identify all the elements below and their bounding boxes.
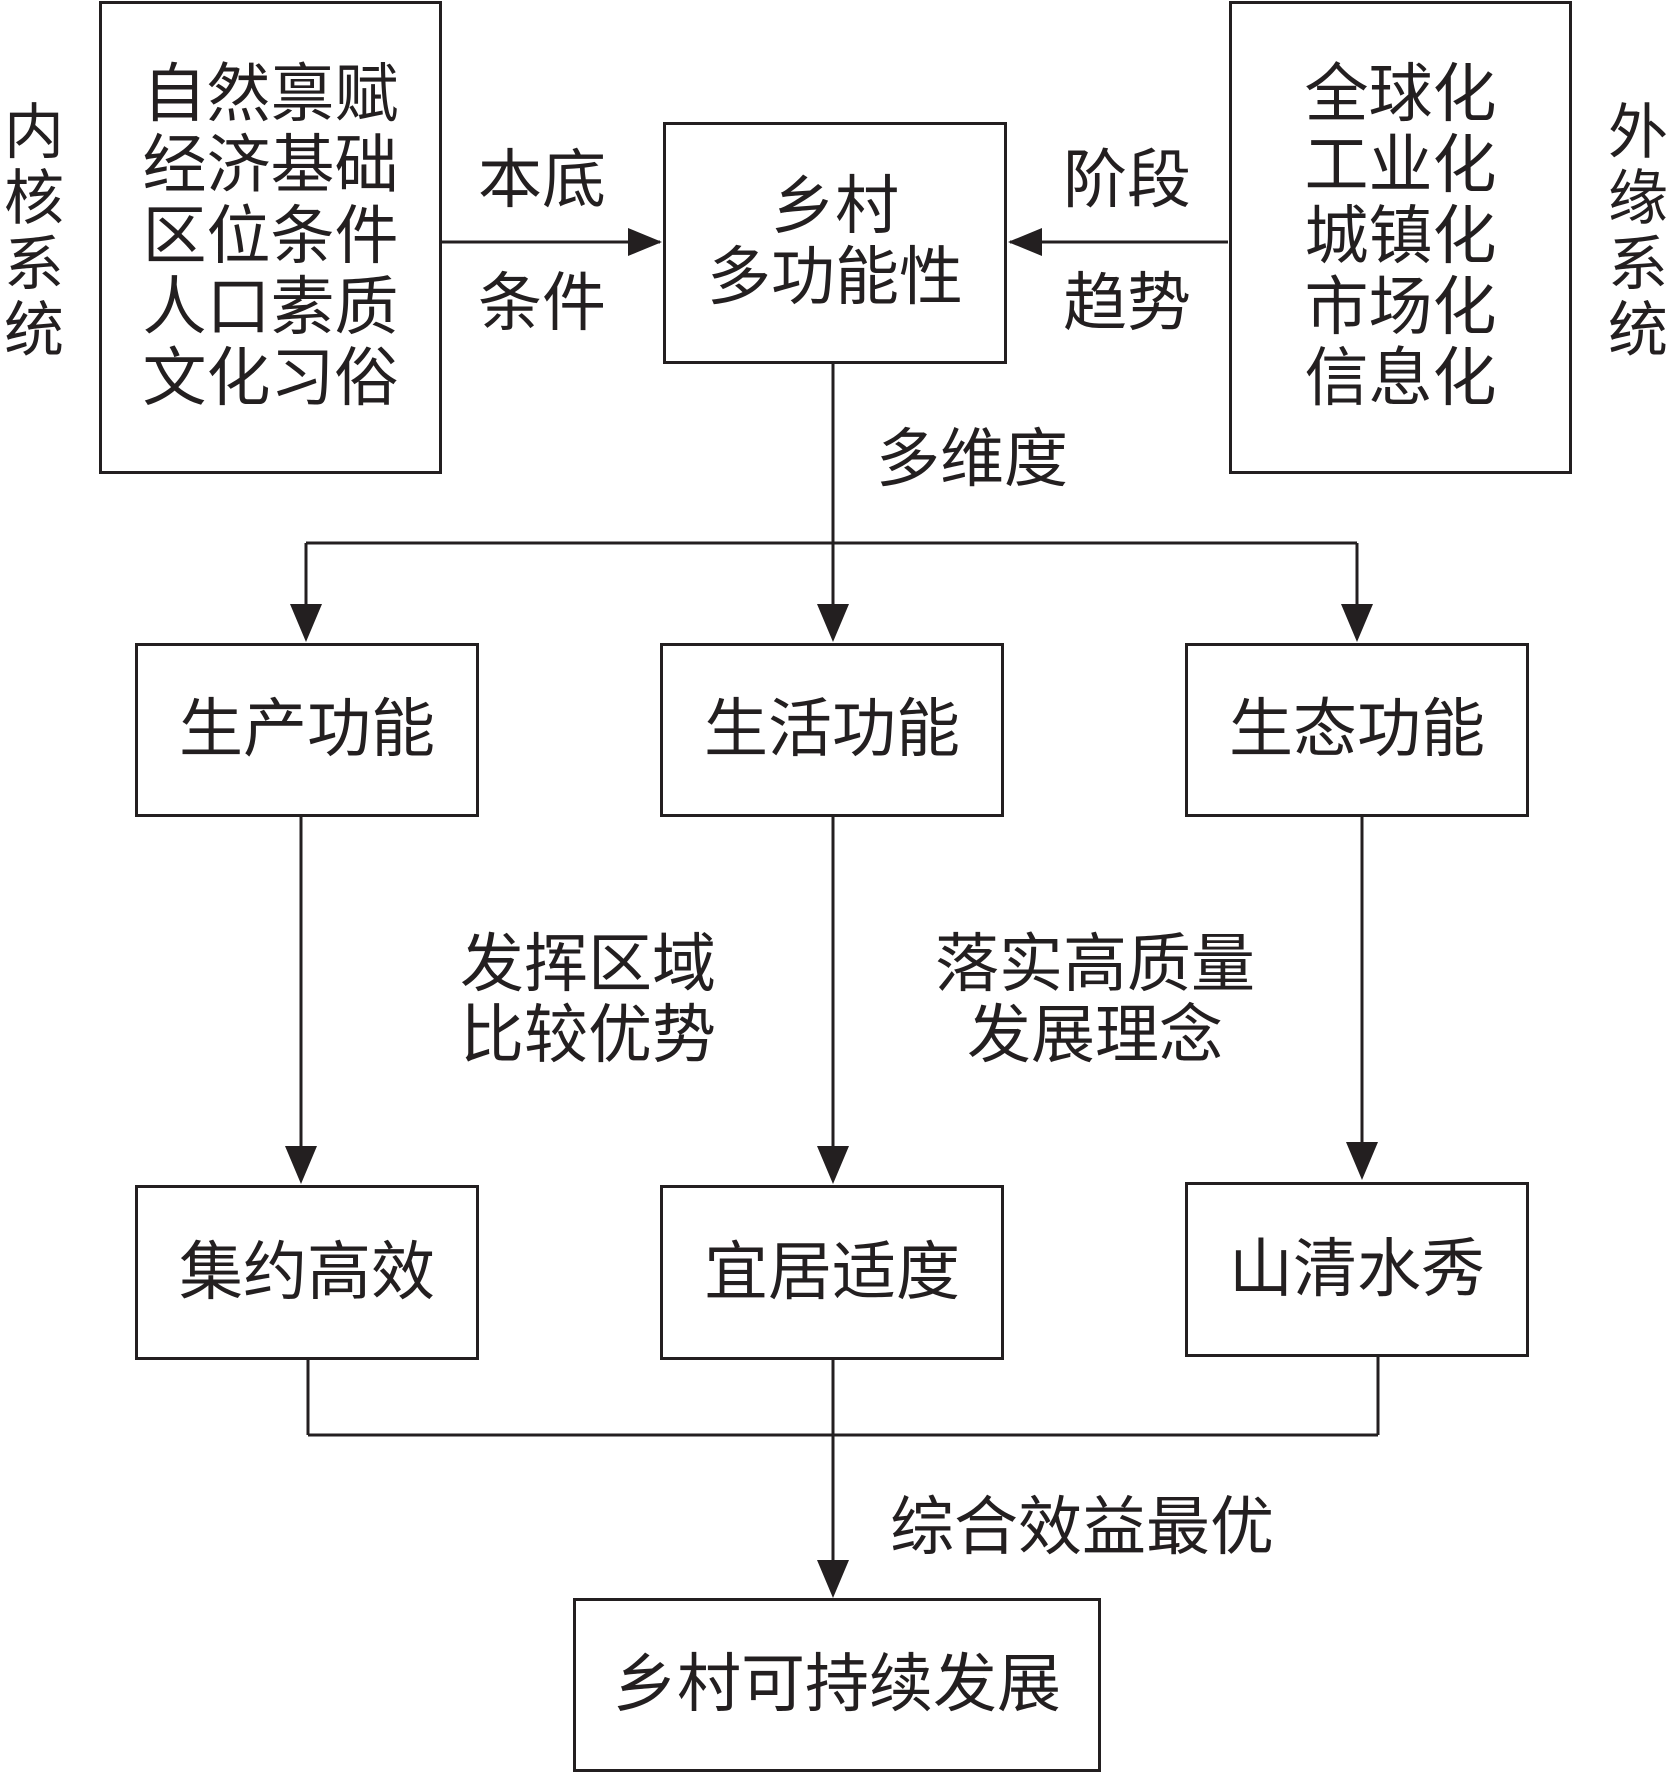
function-label: 生态功能 — [1229, 693, 1485, 767]
label-jieduan: 阶段 — [1063, 144, 1191, 218]
function-label: 生活功能 — [704, 693, 960, 767]
center-line-1: 乡村 — [771, 170, 899, 244]
inner-system-box: 自然禀赋 经济基础 区位条件 人口素质 文化习俗 — [99, 1, 442, 474]
function-box-ecology: 生态功能 — [1185, 643, 1529, 817]
outer-item: 工业化 — [1304, 129, 1497, 203]
inner-item: 人口素质 — [142, 271, 399, 345]
outer-item: 市场化 — [1304, 271, 1497, 345]
label-tiaojian: 条件 — [478, 267, 606, 341]
label-comprehensive-benefit: 综合效益最优 — [890, 1491, 1274, 1565]
outer-item: 信息化 — [1304, 342, 1497, 416]
rural-multifunctionality-box: 乡村 多功能性 — [663, 122, 1007, 364]
outer-system-label: 外 缘 系 统 — [1608, 98, 1668, 366]
annotation-regional-advantage: 发挥区域 比较优势 — [460, 928, 716, 1073]
outer-item: 城镇化 — [1304, 200, 1497, 274]
goal-label: 乡村可持续发展 — [613, 1648, 1061, 1722]
annotation-quality-development: 落实高质量 发展理念 — [935, 928, 1255, 1073]
label-duoweidu: 多维度 — [876, 423, 1068, 497]
outcome-box-intensive: 集约高效 — [135, 1185, 479, 1360]
outer-system-box: 全球化 工业化 城镇化 市场化 信息化 — [1229, 1, 1572, 474]
outcome-label: 宜居适度 — [704, 1235, 960, 1310]
function-box-production: 生产功能 — [135, 643, 479, 817]
inner-item: 文化习俗 — [142, 342, 399, 416]
label-qushi: 趋势 — [1063, 267, 1191, 341]
inner-item: 区位条件 — [142, 200, 399, 274]
label-benddi: 本底 — [478, 144, 606, 218]
inner-item: 经济基础 — [142, 129, 399, 203]
function-label: 生产功能 — [179, 693, 435, 767]
inner-item: 自然禀赋 — [142, 58, 399, 132]
outcome-label: 集约高效 — [179, 1235, 435, 1310]
outer-item: 全球化 — [1304, 58, 1497, 132]
function-box-living: 生活功能 — [660, 643, 1004, 817]
goal-box: 乡村可持续发展 — [573, 1598, 1101, 1772]
outcome-box-livable: 宜居适度 — [660, 1185, 1004, 1360]
outcome-label: 山清水秀 — [1229, 1232, 1485, 1307]
outcome-box-ecological: 山清水秀 — [1185, 1182, 1529, 1357]
inner-system-label: 内 核 系 统 — [4, 98, 64, 366]
center-line-2: 多功能性 — [707, 241, 963, 315]
